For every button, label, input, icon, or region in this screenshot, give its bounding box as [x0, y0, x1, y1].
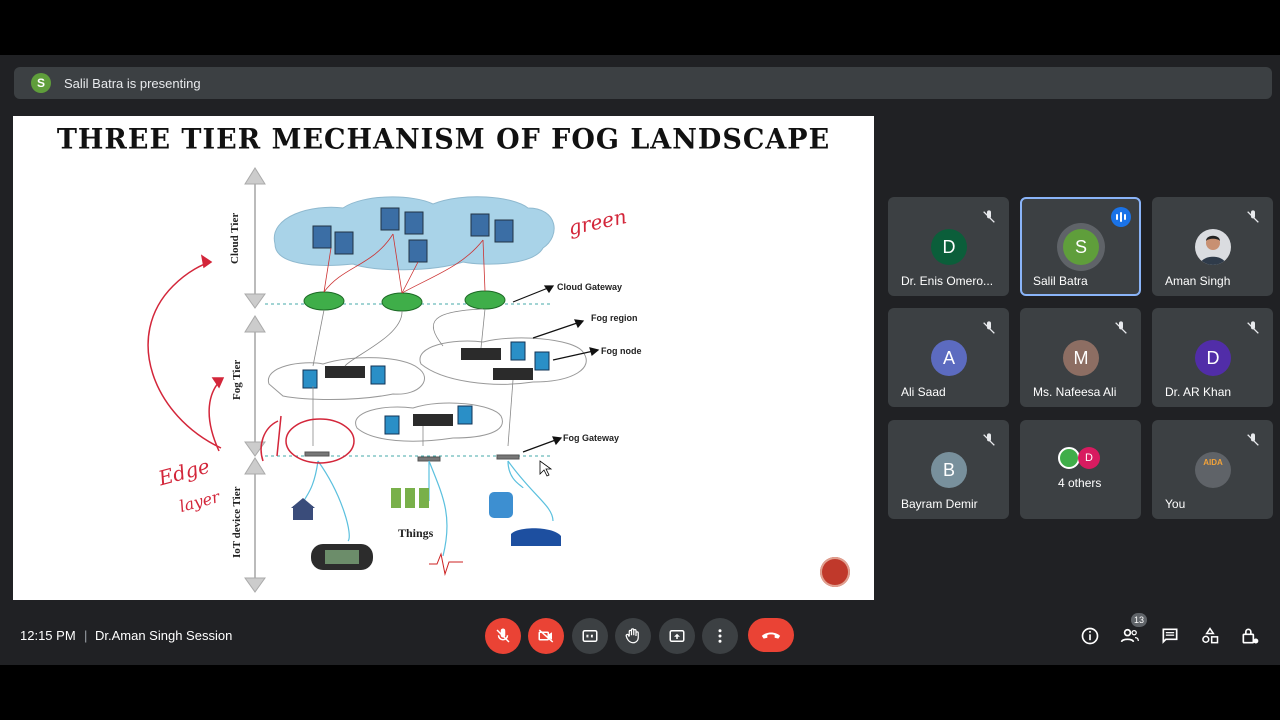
separator: | [84, 628, 88, 643]
lock-person-icon [1242, 628, 1259, 644]
participant-tile[interactable]: B Bayram Demir [888, 420, 1009, 519]
shared-screen: THREE TIER MECHANISM OF FOG LANDSCAPE [13, 116, 874, 600]
participant-name: Aman Singh [1165, 274, 1231, 288]
participant-tile[interactable]: D Dr. Enis Omero... [888, 197, 1009, 296]
avatar: B [931, 452, 967, 488]
avatar-logo: AIDA [1195, 452, 1231, 488]
present-icon [669, 630, 685, 642]
participant-name: Ms. Nafeesa Ali [1033, 385, 1117, 399]
presenting-text: Salil Batra is presenting [64, 75, 201, 91]
participant-name: Salil Batra [1033, 274, 1088, 288]
record-button[interactable] [820, 557, 850, 587]
mic-off-icon [1115, 321, 1127, 334]
shapes-icon [1202, 627, 1219, 644]
hand-icon [625, 628, 639, 644]
mic-off-icon [1247, 433, 1259, 446]
things-label: Things [398, 526, 434, 540]
mic-off-icon [496, 628, 510, 643]
presenting-banner: S Salil Batra is presenting [14, 67, 1272, 99]
mic-off-icon [1247, 210, 1259, 223]
chat-button[interactable] [1159, 625, 1181, 647]
participant-tile-active-speaker[interactable]: S Salil Batra [1020, 197, 1141, 296]
participant-name: Dr. AR Khan [1165, 385, 1232, 399]
phone-hangup-icon [761, 632, 781, 639]
avatar: S [1063, 229, 1099, 265]
presenter-avatar: S [31, 73, 51, 93]
fog-diagram [147, 167, 600, 593]
speaking-indicator-icon [1111, 207, 1131, 227]
others-tile[interactable]: D 4 others [1020, 420, 1141, 519]
meeting-title: Dr.Aman Singh Session [95, 628, 233, 643]
participant-tile[interactable]: D Dr. AR Khan [1152, 308, 1273, 407]
avatar [1058, 447, 1080, 469]
others-avatars: D [1058, 447, 1100, 469]
avatar: D [1078, 447, 1100, 469]
more-options-button[interactable] [702, 618, 738, 654]
activities-button[interactable] [1199, 625, 1221, 647]
fog-region-label: Fog region [591, 313, 638, 323]
people-icon [1120, 628, 1139, 643]
avatar: D [1195, 340, 1231, 376]
participant-tile-self[interactable]: AIDA You [1152, 420, 1273, 519]
fog-node-label: Fog node [601, 346, 642, 356]
captions-icon [582, 630, 598, 642]
tier-label-cloud: Cloud Tier [229, 212, 241, 264]
avatar: A [931, 340, 967, 376]
meet-window: S Salil Batra is presenting THREE TIER M… [0, 55, 1280, 665]
participant-tile[interactable]: M Ms. Nafeesa Ali [1020, 308, 1141, 407]
captions-button[interactable] [572, 618, 608, 654]
camera-off-icon [538, 629, 554, 643]
clock: 12:15 PM [20, 628, 76, 643]
participant-name: Bayram Demir [901, 497, 978, 511]
camera-toggle-button[interactable] [528, 618, 564, 654]
participant-tile[interactable]: A Ali Saad [888, 308, 1009, 407]
tier-label-fog: Fog Tier [231, 359, 243, 400]
fog-gateway-label: Fog Gateway [563, 433, 620, 443]
slide-title: THREE TIER MECHANISM OF FOG LANDSCAPE [56, 123, 831, 156]
end-call-button[interactable] [748, 618, 794, 652]
avatar-photo [1195, 229, 1231, 265]
more-vert-icon [718, 629, 722, 643]
participant-tile[interactable]: Aman Singh [1152, 197, 1273, 296]
cloud-gateway-label: Cloud Gateway [557, 282, 623, 292]
meeting-details-button[interactable] [1079, 625, 1101, 647]
mic-off-icon [983, 321, 995, 334]
mic-off-icon [983, 433, 995, 446]
avatar: M [1063, 340, 1099, 376]
chat-icon [1162, 628, 1178, 644]
participant-name: Dr. Enis Omero... [901, 274, 994, 288]
mic-toggle-button[interactable] [485, 618, 521, 654]
others-count: 4 others [1058, 476, 1102, 490]
avatar: D [931, 229, 967, 265]
participant-name: Ali Saad [901, 385, 946, 399]
participant-name: You [1165, 497, 1186, 511]
people-button[interactable] [1119, 625, 1141, 647]
mic-off-icon [1247, 321, 1259, 334]
raise-hand-button[interactable] [615, 618, 651, 654]
mic-off-icon [983, 210, 995, 223]
tier-label-iot: IoT device Tier [231, 486, 243, 559]
people-count-badge: 13 [1131, 613, 1147, 627]
info-icon [1081, 627, 1099, 645]
present-screen-button[interactable] [659, 618, 695, 654]
host-controls-button[interactable] [1239, 625, 1261, 647]
